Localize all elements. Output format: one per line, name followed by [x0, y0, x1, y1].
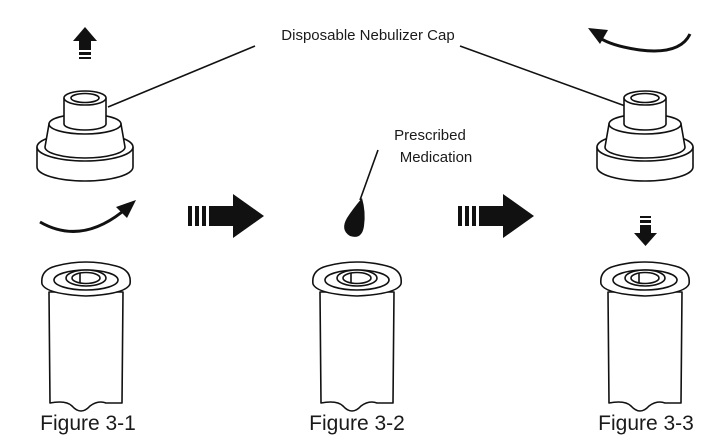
medication-cup-3: [599, 261, 691, 412]
medication-callout-line1: Prescribed: [394, 127, 466, 144]
medication-callout-line: [359, 149, 379, 201]
nebulizer-cap-1: [36, 90, 134, 182]
medication-callout-line2: Medication: [400, 149, 473, 166]
figure-label-3-2: Figure 3-2: [309, 412, 405, 435]
nebulizer-cap-3: [596, 90, 694, 182]
figure-label-3-1: Figure 3-1: [40, 412, 136, 435]
step-arrow-right-icon: [188, 194, 264, 238]
arrow-up-icon: [73, 27, 97, 59]
cap-callout-line-left: [107, 45, 256, 108]
cap-callout-label: Disposable Nebulizer Cap: [281, 27, 454, 44]
medication-drop-icon: [344, 198, 365, 237]
cap-callout-line-right: [459, 45, 629, 108]
medication-cup-2: [311, 261, 403, 412]
rotate-counterclockwise-icon: [588, 28, 692, 53]
medication-cup-1: [40, 261, 132, 412]
rotate-clockwise-icon: [39, 200, 136, 233]
arrow-down-icon: [634, 216, 657, 246]
figure-label-3-3: Figure 3-3: [598, 412, 694, 435]
step-arrow-right-icon: [458, 194, 534, 238]
